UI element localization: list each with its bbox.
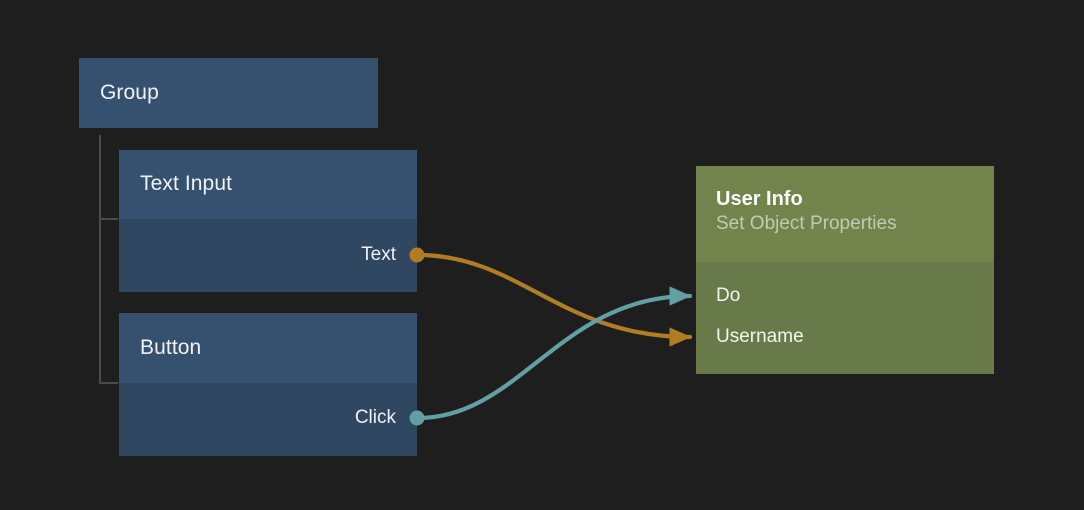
output-pin-click[interactable] bbox=[409, 410, 425, 426]
node-user-info-title: User Info bbox=[716, 188, 803, 210]
output-port-click-label[interactable]: Click bbox=[354, 407, 396, 428]
group-bracket-vertical bbox=[99, 135, 101, 384]
wire-click-to-do bbox=[415, 286, 693, 421]
node-group-title: Group bbox=[100, 80, 159, 104]
group-bracket-tick-text-input bbox=[99, 218, 118, 220]
node-text-input[interactable]: Text Input Text bbox=[119, 150, 425, 292]
node-user-info-body: Do Username bbox=[696, 262, 994, 374]
node-user-info-subtitle: Set Object Properties bbox=[716, 212, 897, 234]
node-user-info-header[interactable]: User Info Set Object Properties bbox=[696, 166, 994, 262]
node-text-input-header[interactable]: Text Input bbox=[119, 150, 417, 219]
group-bracket-tick-button bbox=[99, 382, 118, 384]
node-group-header[interactable]: Group bbox=[79, 58, 378, 128]
output-pin-text[interactable] bbox=[409, 247, 425, 263]
wire-text-to-username bbox=[415, 252, 693, 347]
input-port-username-label[interactable]: Username bbox=[716, 326, 804, 347]
node-button[interactable]: Button Click bbox=[119, 313, 425, 456]
node-text-input-title: Text Input bbox=[140, 172, 233, 196]
node-text-input-body: Text bbox=[119, 219, 417, 292]
node-button-body: Click bbox=[119, 383, 417, 456]
node-group[interactable]: Group bbox=[79, 58, 378, 128]
node-button-header[interactable]: Button bbox=[119, 313, 417, 383]
output-port-text-label[interactable]: Text bbox=[361, 244, 396, 265]
input-port-do-label[interactable]: Do bbox=[716, 285, 741, 306]
node-user-info[interactable]: User Info Set Object Properties Do Usern… bbox=[696, 166, 994, 374]
node-button-title: Button bbox=[140, 335, 202, 359]
